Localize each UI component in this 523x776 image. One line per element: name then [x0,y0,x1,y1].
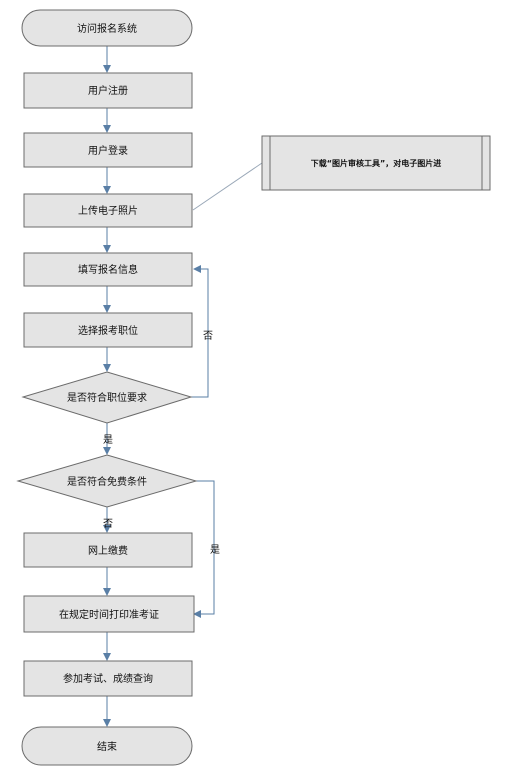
fee-check-decision: 是否符合免费条件 [16,454,198,508]
upload-photo-shape [23,193,193,228]
end-label: 结束 [97,740,117,753]
note-label: 下载“图片审核工具”，对电子图片进 [311,158,442,168]
position-yes-label: 是 [103,434,113,446]
online-payment-label: 网上缴费 [88,544,128,557]
fill-info-shape [23,252,193,287]
position-check-shape [21,371,193,424]
note-box: 下载“图片审核工具”，对电子图片进 [261,135,491,191]
fee-yes-label: 是 [210,544,220,556]
position-check-label: 是否符合职位要求 [67,391,147,404]
print-ticket-step: 在规定时间打印准考证 [23,595,195,633]
position-check-decision: 是否符合职位要求 [21,371,193,424]
upload-photo-step: 上传电子照片 [23,193,193,228]
select-position-shape [23,312,193,348]
register-step: 用户注册 [23,72,193,109]
print-ticket-shape [23,595,195,633]
register-shape [23,72,193,109]
fee-check-shape [16,454,198,508]
exam-query-label: 参加考试、成绩查询 [63,672,153,685]
online-payment-shape [23,532,193,568]
end-shape [21,726,193,766]
edge-position-no-loop [191,265,209,398]
note-connector [192,162,263,211]
start-shape [21,9,193,47]
fee-check-label: 是否符合免费条件 [67,475,147,488]
select-position-step: 选择报考职位 [23,312,193,348]
start-terminal: 访问报名系统 [21,9,193,47]
fill-info-label: 填写报名信息 [78,263,138,276]
fee-no-label: 否 [103,518,113,530]
exam-query-shape [23,660,193,697]
end-terminal: 结束 [21,726,193,766]
login-shape [23,132,193,168]
position-no-label: 否 [203,330,213,342]
login-step: 用户登录 [23,132,193,168]
login-label: 用户登录 [88,144,128,157]
start-label: 访问报名系统 [77,22,137,35]
edges [103,46,263,727]
online-payment-step: 网上缴费 [23,532,193,568]
print-ticket-label: 在规定时间打印准考证 [59,608,159,621]
exam-query-step: 参加考试、成绩查询 [23,660,193,697]
note-shape [261,135,491,191]
fill-info-step: 填写报名信息 [23,252,193,287]
upload-photo-label: 上传电子照片 [78,204,138,217]
edge-fee-yes-bypass [193,480,215,618]
select-position-label: 选择报考职位 [78,324,138,337]
edge-labels: 否 是 否 是 [103,330,220,556]
register-label: 用户注册 [88,84,128,97]
